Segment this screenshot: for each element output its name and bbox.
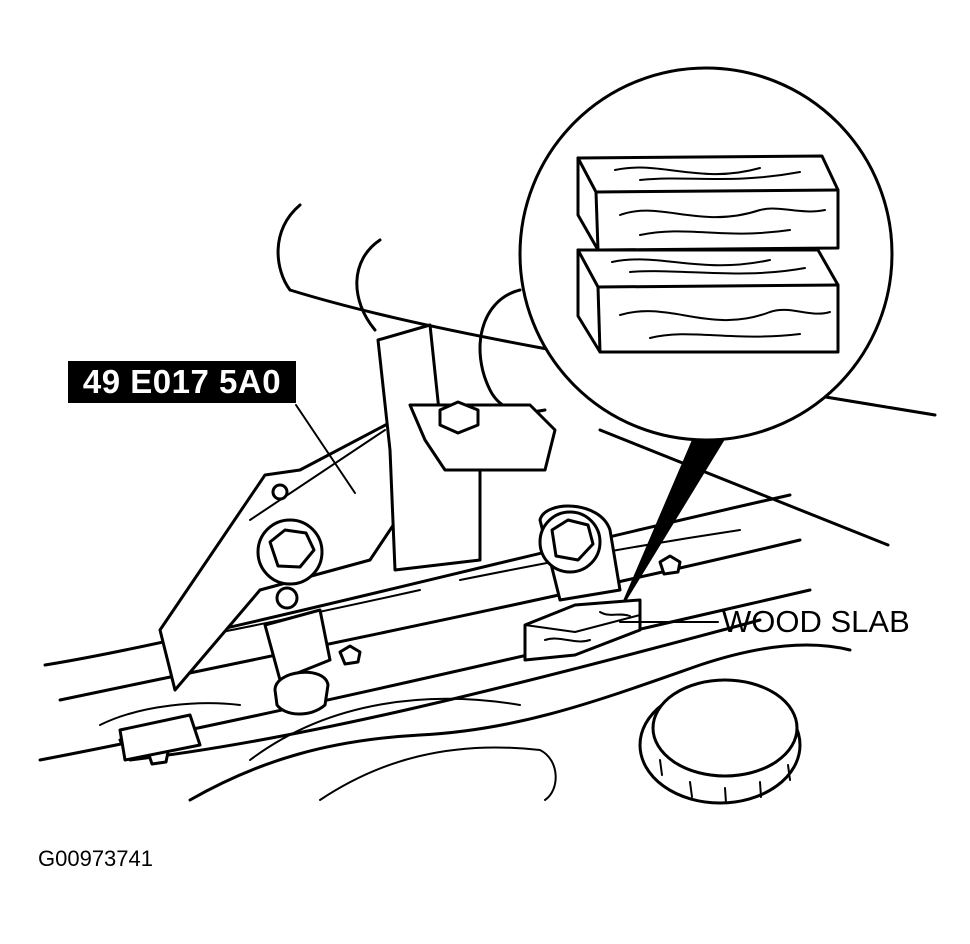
hose-mid-curve xyxy=(355,238,382,332)
rail-end-block xyxy=(118,713,202,762)
tool-label-leader xyxy=(295,404,356,494)
engine-lower-body xyxy=(188,643,852,802)
fender-edge xyxy=(598,428,890,547)
rail-lower-line xyxy=(58,538,802,702)
engine-contour-2 xyxy=(319,746,557,801)
wood-slab-grain xyxy=(544,611,631,643)
engine-contour-3 xyxy=(99,702,241,726)
left-rail-clamp xyxy=(263,608,332,682)
small-nut-3 xyxy=(658,554,682,576)
bracket-small-hole xyxy=(275,586,299,610)
left-bolt-head xyxy=(268,528,316,569)
upper-block-grain xyxy=(614,166,826,236)
right-bolt-head xyxy=(550,518,595,562)
small-nut-1 xyxy=(338,644,362,666)
left-clamp-post xyxy=(273,670,330,716)
lower-block-edge xyxy=(576,248,840,354)
tool-bracket-inner xyxy=(249,429,386,521)
wood-slab-front xyxy=(524,614,641,633)
filler-cap-ribs xyxy=(659,759,791,804)
figure-id: G00973741 xyxy=(38,846,153,871)
engine-contour-1 xyxy=(249,697,521,761)
lower-block-grain xyxy=(611,258,831,339)
tool-number-label: 49 E017 5A0 xyxy=(68,361,296,403)
top-bolt-head xyxy=(438,400,480,435)
filler-cap-top xyxy=(651,678,799,778)
rail-base-line xyxy=(118,618,762,762)
lower-wood-block xyxy=(576,248,840,354)
upper-block-edge xyxy=(576,156,840,252)
bracket-hole xyxy=(271,483,289,501)
wood-slab-label: WOOD SLAB xyxy=(722,604,910,639)
hose-left-curve xyxy=(276,203,302,292)
